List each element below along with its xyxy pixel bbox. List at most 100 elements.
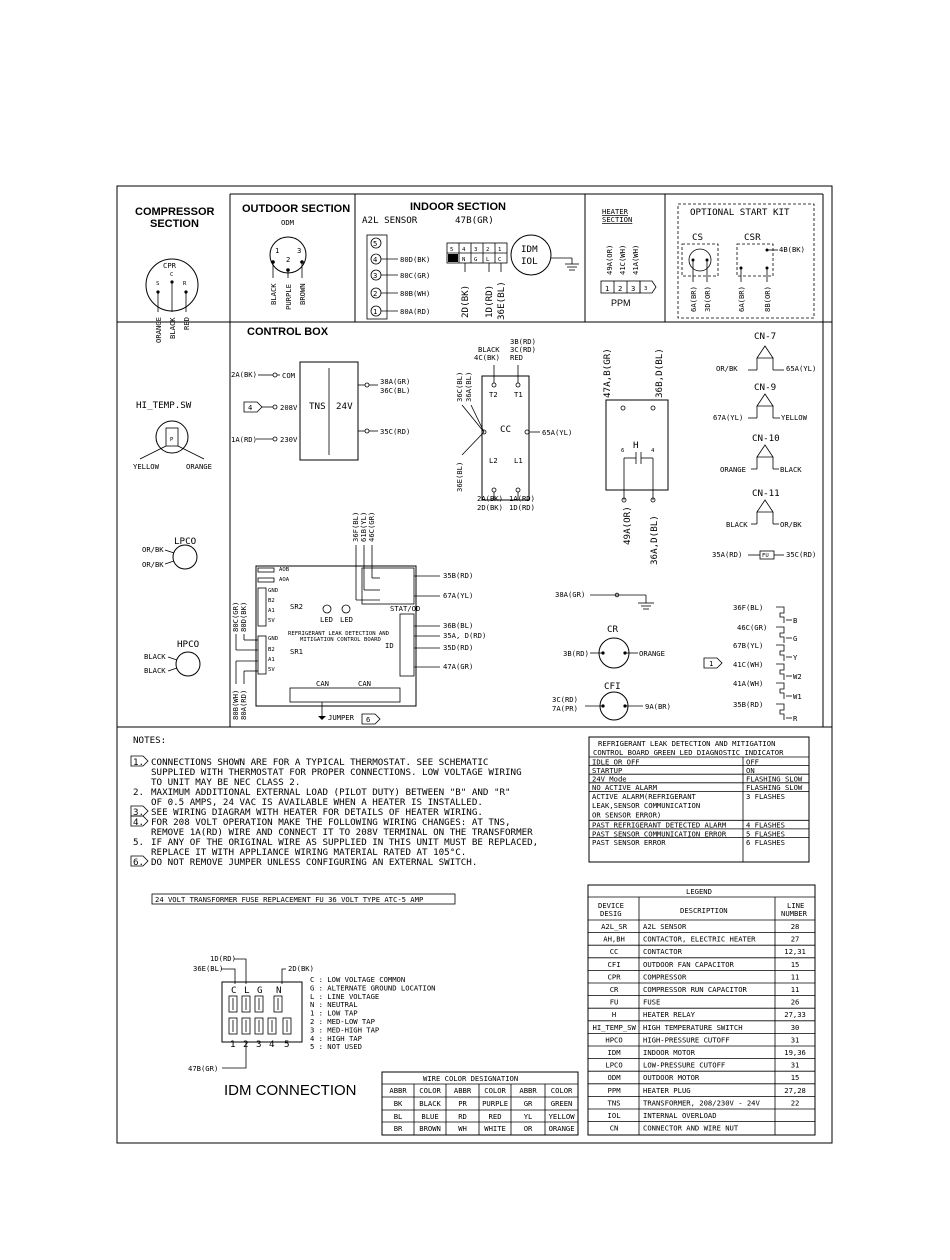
legend-header-device-2: DESIG <box>600 909 622 918</box>
compressor-wire-red: RED <box>182 317 191 330</box>
wire-color-header-1: ABBR <box>389 1086 407 1095</box>
optional-start-kit-title: OPTIONAL START KIT <box>690 207 790 218</box>
a2l-sensor-pins: 5 4 3 2 1 <box>370 237 382 317</box>
thermostat-wire-41c: 41C(WH) <box>733 660 763 669</box>
note-2-line-2: OF 0.5 AMPS, 24 VAC IS AVAILABLE WHEN A … <box>151 797 483 808</box>
compressor-c-terminal: C <box>170 272 173 278</box>
wire-color-header-5: ABBR <box>519 1086 537 1095</box>
note-5-line-2: REPLACE IT WITH APPLIANCE WIRING MATERIA… <box>151 847 466 858</box>
legend-desc-10: HIGH-PRESSURE CUTOFF <box>643 1035 730 1044</box>
idm-conn-bot-1: 1 <box>230 1039 236 1050</box>
pin-5v-2: 5V <box>268 667 275 673</box>
legend-line-2: 27 <box>791 935 800 944</box>
board-stat-od: STAT/OD <box>390 604 420 613</box>
legend-desig-8: H <box>612 1010 616 1019</box>
legend-desc-1: A2L SENSOR <box>643 922 687 931</box>
cc-t2: T2 <box>489 390 498 399</box>
diag-title-1: REFRIGERANT LEAK DETECTION AND MITIGATIO… <box>598 739 775 748</box>
board-wire-80a: 80A(RD) <box>239 690 248 720</box>
diag-led-4: FLASHING SLOW <box>746 783 803 792</box>
idm-conn-top-4: 4 <box>462 247 466 253</box>
a2l-wire-80a: 80A(RD) <box>400 307 430 316</box>
legend-line-10: 31 <box>791 1035 800 1044</box>
diag-led-5: 3 FLASHES <box>746 792 785 801</box>
compressor-s-terminal: S <box>156 281 159 287</box>
legend-desig-10: HPCO <box>605 1035 622 1044</box>
legend-desig-5: CPR <box>608 972 622 981</box>
hpco-label: HPCO <box>177 639 199 650</box>
odm-wire-purple: PURPLE <box>284 284 293 310</box>
wire-connectors: CN-7 OR/BK 65A(YL) CN-9 67A(YL) YELLOW C… <box>712 331 816 560</box>
note-4-line-2: REMOVE 1A(RD) WIRE AND CONNECT IT TO 208… <box>151 827 533 838</box>
idm-conn-top-g: G <box>257 985 263 996</box>
wire-color-cell-3-1: BR <box>394 1124 403 1133</box>
tns-wire-2a: 2A(BK) <box>231 370 257 379</box>
cn9-label: CN-9 <box>754 382 776 393</box>
legend-line-15: 22 <box>791 1098 800 1107</box>
note-3-line-1: SEE WIRING DIAGRAM WITH HEATER FOR DETAI… <box>151 807 483 818</box>
cr-wire-3b: 3B(RD) <box>563 649 589 658</box>
legend-desig-17: CN <box>610 1124 619 1133</box>
board-title-1: REFRIGERANT LEAK DETECTION AND <box>288 631 390 637</box>
hi-temp-wire-orange: ORANGE <box>186 462 212 471</box>
cc-wire-4c: 4C(BK) <box>474 353 500 362</box>
note-6-line-1: DO NOT REMOVE JUMPER UNLESS CONFIGURING … <box>151 857 477 868</box>
cfi-wire-9a: 9A(BR) <box>645 702 671 711</box>
pin-a1-2: A1 <box>268 657 275 663</box>
board-sr1: SR1 <box>290 647 303 656</box>
legend-line-1: 28 <box>791 922 800 931</box>
wire-color-cell-2-5: YL <box>524 1112 533 1121</box>
legend-desig-4: CFI <box>608 960 621 969</box>
legend-desig-16: IOL <box>608 1111 621 1120</box>
diag-led-3: FLASHING SLOW <box>746 775 803 784</box>
cc-wire-red: RED <box>510 353 523 362</box>
idm-conn-wire-47b: 47B(GR) <box>188 1064 218 1073</box>
diag-state-1-1: IDLE OR OFF <box>592 757 640 766</box>
idm-conn-n: N <box>462 257 465 263</box>
hi-temp-switch: HI_TEMP.SW P YELLOW ORANGE <box>133 400 212 471</box>
wire-color-cell-3-6: ORANGE <box>549 1124 575 1133</box>
thermostat-wire-35b: 35B(RD) <box>733 700 763 709</box>
hpco-wire-1: BLACK <box>144 652 166 661</box>
diag-led-8: 6 FLASHES <box>746 838 785 847</box>
legend-desc-4: OUTDOOR FAN CAPACITOR <box>643 960 735 969</box>
legend-desc-5: COMPRESSOR <box>643 972 687 981</box>
tns-wire-35c: 35C(RD) <box>380 427 410 436</box>
diag-state-7-1: PAST SENSOR COMMUNICATION ERROR <box>592 829 727 838</box>
thermostat-note-ref: 1 <box>709 659 713 668</box>
relay-n6: 6 <box>621 448 624 454</box>
wire-color-cell-2-3: RD <box>458 1112 467 1121</box>
hi-temp-wire-yellow: YELLOW <box>133 462 160 471</box>
heater-relay: 47A,B(GR) 36B,D(BL) H 6 4 49A(OR) 36A,D(… <box>602 348 669 565</box>
diag-state-2-1: STARTUP <box>592 766 622 775</box>
tns-wire-1a: 1A(RD) <box>231 435 257 444</box>
idm-key-8: 4 : HIGH TAP <box>310 1034 362 1043</box>
thermostat-term-g: G <box>793 634 797 643</box>
cn7-label: CN-7 <box>754 331 776 342</box>
ppm-pin-1: 1 <box>605 284 609 293</box>
thermostat-term-r: R <box>793 714 798 723</box>
thermostat-wire-41a: 41A(WH) <box>733 679 763 688</box>
legend-desc-15: TRANSFORMER, 208/230V - 24V <box>643 1098 761 1107</box>
thermostat-term-b: B <box>793 616 797 625</box>
cfi-wire-3c: 3C(RD) <box>552 695 578 704</box>
legend-desc-17: CONNECTOR AND WIRE NUT <box>643 1124 739 1133</box>
note-ref-1: 1. <box>133 757 144 768</box>
diag-state-5-1: ACTIVE ALARM(REFRIGERANT <box>592 792 697 801</box>
a2l-pin-5: 5 <box>373 239 377 248</box>
legend-desig-9: HI_TEMP_SW <box>593 1023 637 1032</box>
board-id: ID <box>385 641 394 650</box>
wire-color-cell-1-1: BK <box>394 1099 403 1108</box>
legend-table: LEGEND DEVICE DESIG DESCRIPTION LINE NUM… <box>587 884 816 1136</box>
cs-label: CS <box>692 232 703 243</box>
idm-conn-wire-1d: 1D(RD) <box>210 954 236 963</box>
idm-key-9: 5 : NOT USED <box>310 1042 362 1051</box>
idm-conn-l: L <box>486 257 490 263</box>
board-wire-61b: 61B(YL) <box>359 512 368 542</box>
pin-gnd-2: GND <box>268 636 279 642</box>
odm-pin-2: 2 <box>286 255 290 264</box>
cn11-label: CN-11 <box>752 488 780 499</box>
cn7-wire-left: OR/BK <box>716 364 738 373</box>
compressor-label: CPR <box>163 261 177 270</box>
